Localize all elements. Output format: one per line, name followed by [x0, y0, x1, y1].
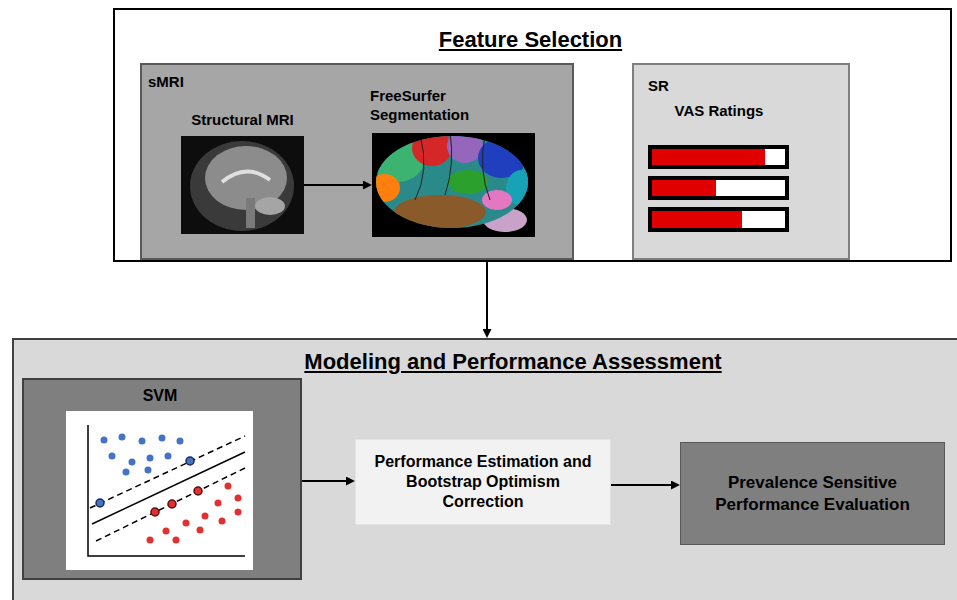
data-point — [101, 437, 108, 444]
data-point — [219, 518, 226, 525]
orbital-region — [368, 174, 400, 202]
support-vector — [186, 457, 194, 465]
svm-plot — [66, 411, 253, 570]
brain-tissue — [205, 146, 287, 210]
segmentation-image — [368, 129, 540, 240]
panel-heading: SVM — [24, 386, 296, 406]
panel-heading: VAS Ratings — [648, 102, 790, 121]
section-panel: SVM Performance Estimation and Bootstrap … — [12, 338, 957, 600]
angular-region — [482, 190, 512, 210]
rating-bar — [650, 209, 787, 230]
parietal-region — [478, 138, 526, 178]
postcentral-region — [447, 129, 483, 163]
data-point — [197, 527, 204, 534]
head-outline — [190, 141, 294, 231]
data-point — [235, 495, 242, 502]
rating-bar — [650, 147, 787, 167]
frontal-region — [372, 138, 424, 182]
panel-heading: SR — [648, 77, 862, 96]
support-vector — [96, 499, 104, 507]
section-heading: Modeling and Performance Assessment — [163, 348, 863, 376]
data-point — [123, 469, 130, 476]
data-point — [165, 453, 172, 460]
flow-arrow — [304, 184, 368, 186]
support-vector — [168, 500, 176, 508]
rating-fill — [652, 149, 765, 165]
data-point — [139, 438, 146, 445]
panel-heading: sMRI — [148, 73, 578, 92]
data-point — [173, 537, 180, 544]
data-point — [177, 438, 184, 445]
process-box: Performance Estimation and Bootstrap Opt… — [355, 439, 611, 525]
region-base — [370, 130, 540, 240]
data-point — [109, 453, 116, 460]
occipital-region — [506, 170, 538, 206]
cerebellum — [255, 197, 285, 215]
data-point — [119, 434, 126, 441]
plot-axes — [88, 425, 245, 556]
model-panel: SVM — [22, 378, 302, 580]
panel-heading: Structural MRI — [169, 111, 316, 130]
panel-heading: FreeSurfer Segmentation — [370, 87, 510, 125]
image-box: Structural MRI — [181, 136, 304, 234]
box-label: Performance Estimation and Bootstrap Opt… — [372, 452, 594, 512]
plot-background — [66, 411, 253, 570]
data-point — [163, 528, 170, 535]
sulci-lines — [415, 132, 490, 200]
support-vector — [194, 487, 202, 495]
margin-line — [90, 436, 245, 508]
process-box: Prevalence Sensitive Performance Evaluat… — [680, 442, 945, 545]
data-point — [215, 500, 222, 507]
data-point — [235, 509, 242, 516]
data-point — [159, 435, 166, 442]
flow-arrow — [302, 480, 351, 482]
section-panel: Structural MRIFreeSurfer SegmentationsMR… — [113, 8, 952, 262]
mri-image — [190, 141, 294, 231]
box-label: Prevalence Sensitive Performance Evaluat… — [707, 472, 918, 515]
rating-bar — [650, 178, 787, 198]
data-point — [129, 459, 136, 466]
data-point — [202, 513, 209, 520]
modality-panel: VAS RatingsSR — [632, 63, 850, 260]
image-box: FreeSurfer Segmentation — [372, 133, 535, 237]
section-heading: Feature Selection — [115, 26, 946, 54]
data-point — [145, 467, 152, 474]
data-point — [147, 537, 154, 544]
class-a-points — [96, 434, 194, 508]
supramarginal-region — [448, 170, 488, 194]
rating-fill — [652, 211, 742, 228]
support-vector — [151, 508, 159, 516]
temporal-region — [394, 195, 486, 229]
hyperplane-line — [92, 452, 245, 524]
flow-arrow — [486, 262, 488, 334]
margin-line — [96, 468, 245, 541]
vas-bars — [650, 147, 787, 230]
flow-arrow — [611, 484, 676, 486]
corpus-callosum — [222, 171, 270, 182]
class-b-points — [147, 483, 242, 544]
brainstem — [246, 198, 255, 228]
modality-panel: Structural MRIFreeSurfer SegmentationsMR… — [140, 63, 574, 260]
cerebellum-region — [483, 208, 527, 232]
rating-fill — [652, 180, 716, 196]
data-point — [147, 455, 154, 462]
data-point — [225, 483, 232, 490]
rating-group: VAS Ratings — [648, 100, 796, 235]
precentral-region — [412, 130, 452, 166]
data-point — [183, 520, 190, 527]
